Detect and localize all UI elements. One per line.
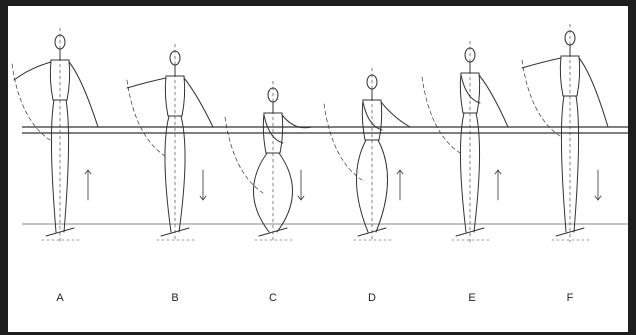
barre [22, 127, 628, 224]
position-label-c: C [263, 292, 283, 304]
dancer-figure-d [324, 68, 410, 242]
position-label-d: D [362, 292, 382, 304]
dancer-figure-e [422, 41, 508, 242]
dancer-figure-c [225, 81, 311, 242]
dancer-figure-a [12, 28, 98, 242]
position-label-b: B [165, 292, 185, 304]
position-label-f: F [560, 292, 580, 304]
position-label-a: A [50, 292, 70, 304]
position-label-e: E [462, 292, 482, 304]
dancer-figure-b [127, 44, 213, 242]
